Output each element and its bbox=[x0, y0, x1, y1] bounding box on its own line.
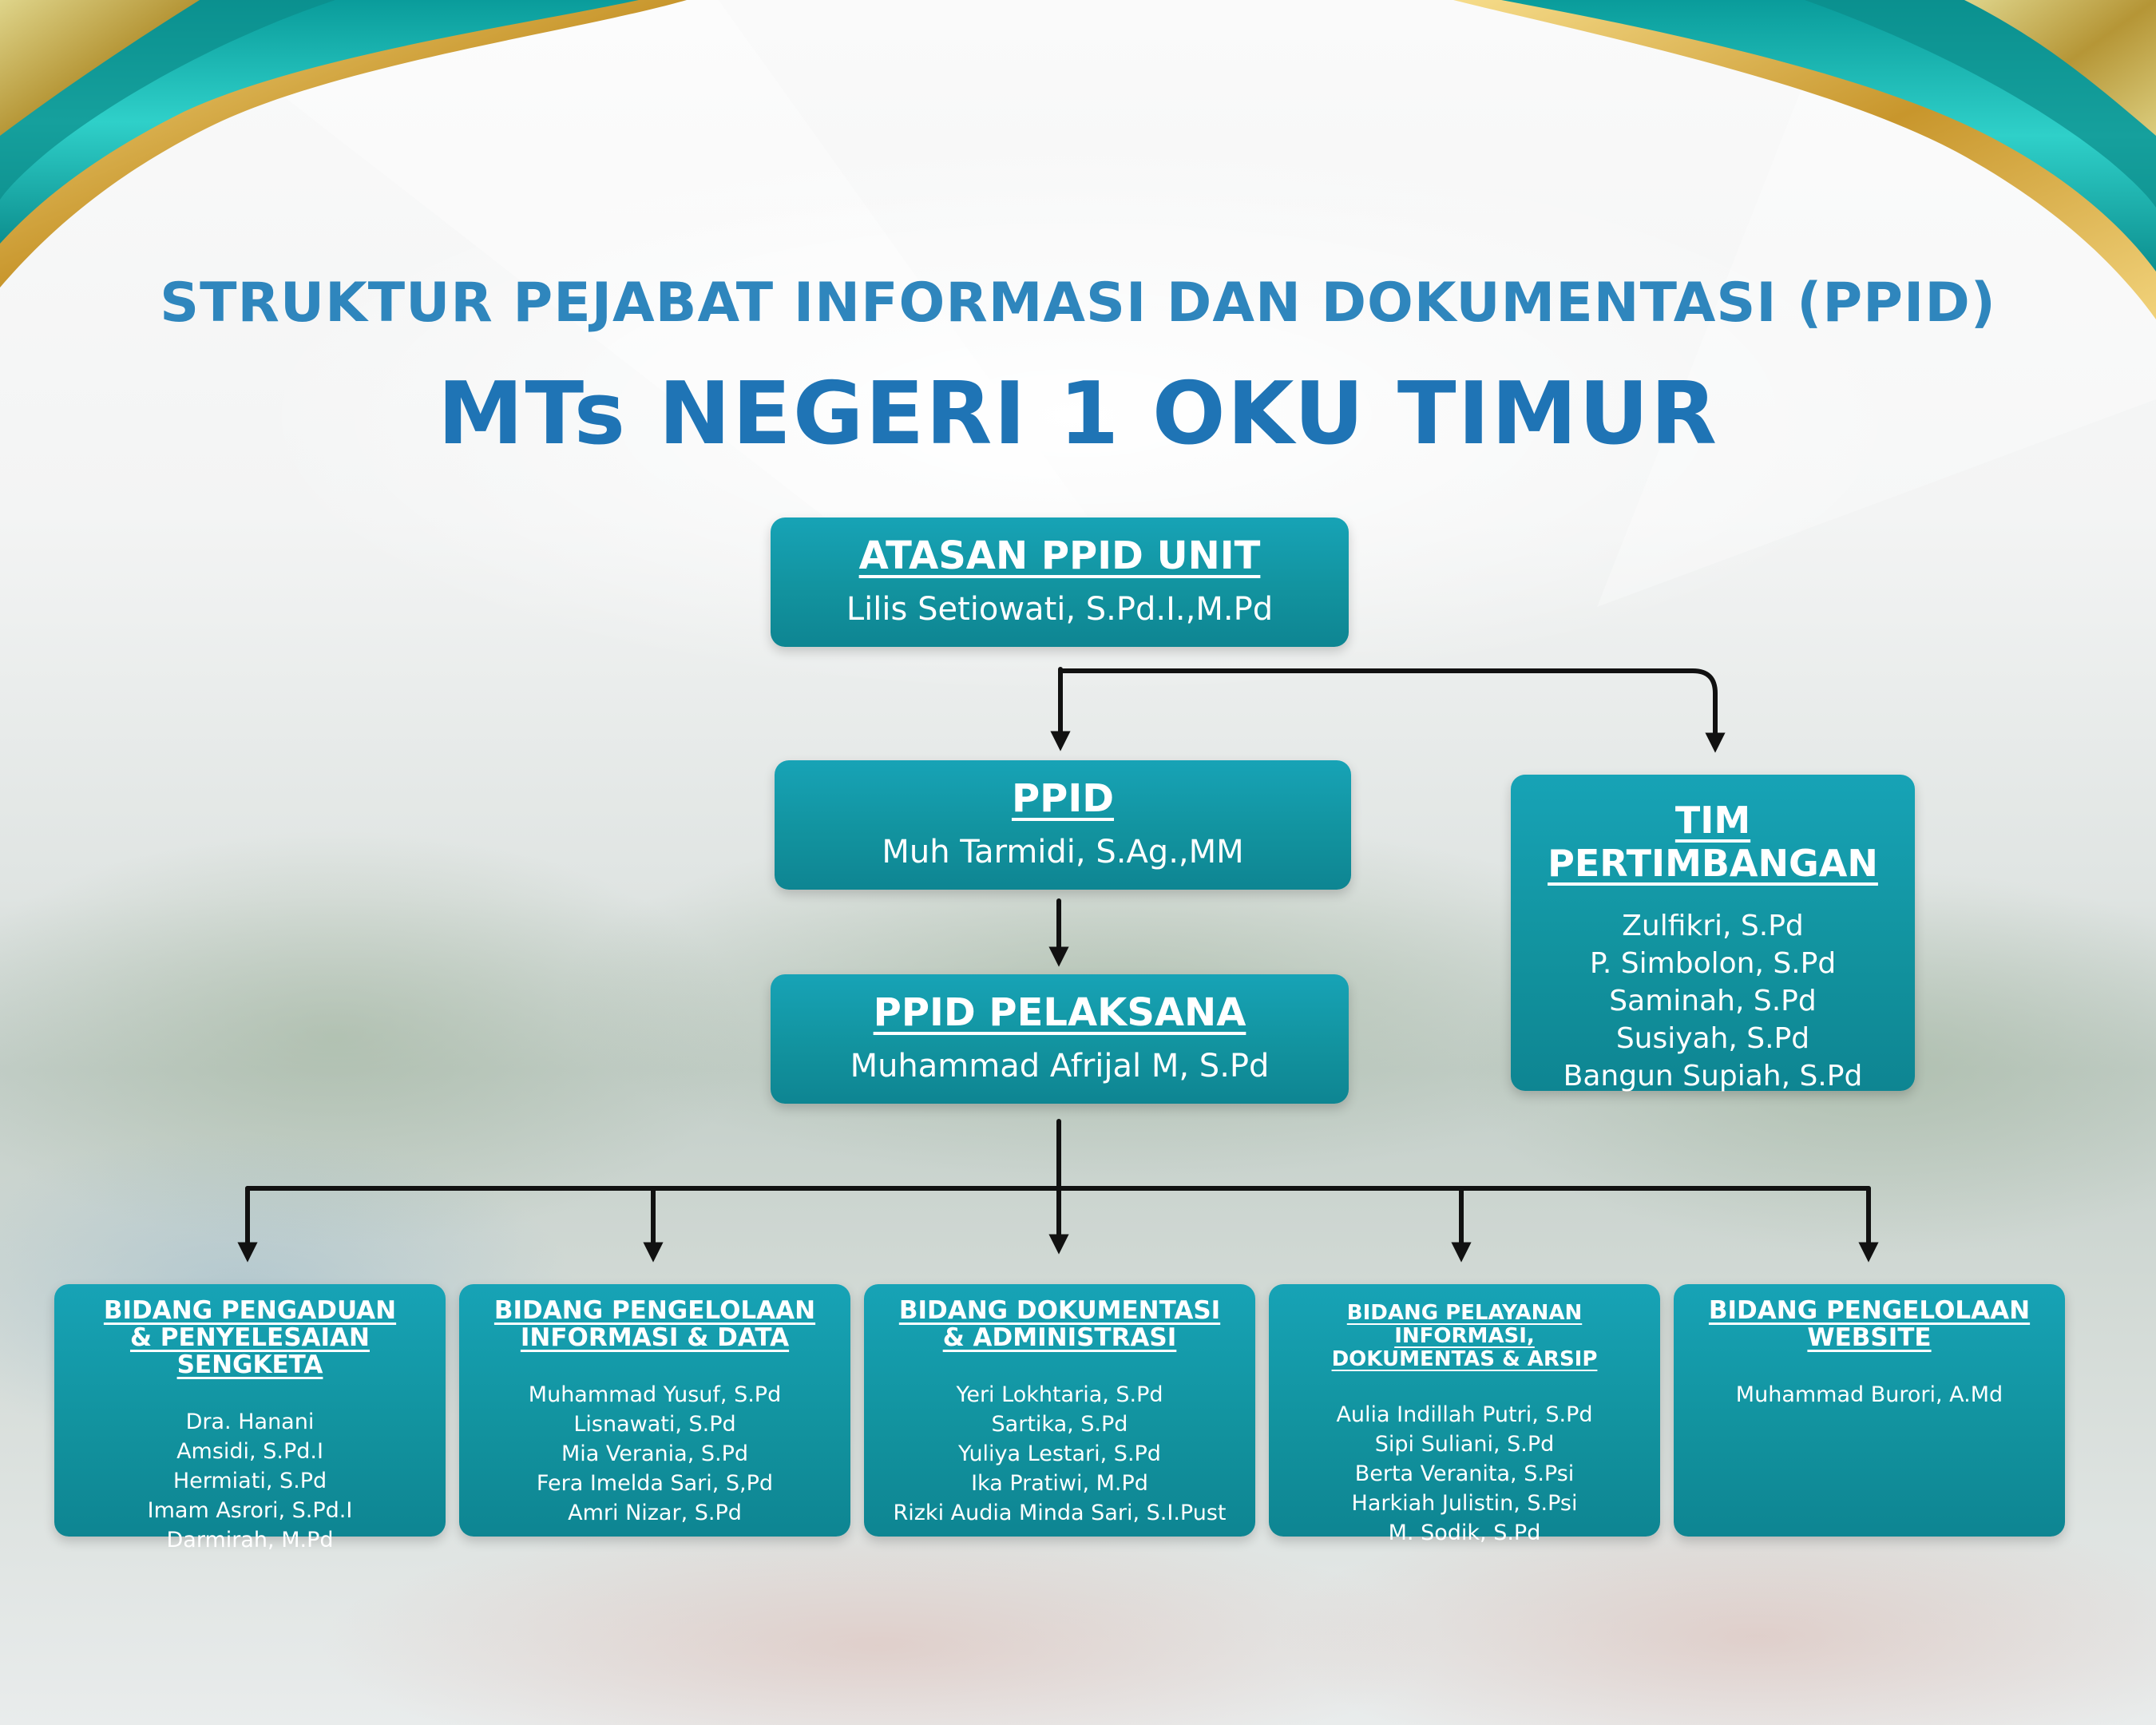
list-item: M. Sodik, S.Pd bbox=[1388, 1521, 1541, 1545]
bidang-member-list: Dra. Hanani Amsidi, S.Pd.I Hermiati, S.P… bbox=[54, 1407, 446, 1555]
bidang-member-list: Muhammad Burori, A.Md bbox=[1674, 1380, 2065, 1410]
list-item: Sipi Suliani, S.Pd bbox=[1374, 1432, 1555, 1457]
bidang-heading: BIDANG DOKUMENTASI & ADMINISTRASI bbox=[864, 1297, 1255, 1351]
list-item: Harkiah Julistin, S.Psi bbox=[1351, 1491, 1578, 1516]
list-item: Susiyah, S.Pd bbox=[1615, 1022, 1810, 1055]
list-item: Yeri Lokhtaria, S.Pd bbox=[956, 1382, 1163, 1407]
list-item: Imam Asrori, S.Pd.I bbox=[147, 1498, 353, 1523]
ppid-pelaksana-box: PPID PELAKSANA Muhammad Afrijal M, S.Pd bbox=[771, 974, 1349, 1104]
bidang-heading-line: WEBSITE bbox=[1807, 1323, 1932, 1352]
bidang-dokumentasi-box: BIDANG DOKUMENTASI & ADMINISTRASI Yeri L… bbox=[864, 1284, 1255, 1537]
bidang-pelayanan-informasi-box: BIDANG PELAYANAN INFORMASI, DOKUMENTAS &… bbox=[1269, 1284, 1660, 1545]
list-item: Hermiati, S.Pd bbox=[172, 1469, 327, 1493]
list-item: Sartika, S.Pd bbox=[991, 1412, 1128, 1437]
bidang-heading-line: BIDANG DOKUMENTASI bbox=[898, 1296, 1221, 1325]
list-item: Mia Verania, S.Pd bbox=[561, 1441, 749, 1466]
bidang-heading-line: & ADMINISTRASI bbox=[942, 1323, 1177, 1352]
bidang-heading: BIDANG PENGELOLAAN INFORMASI & DATA bbox=[459, 1297, 850, 1351]
bidang-heading-line: & PENYELESAIAN SENGKETA bbox=[129, 1323, 370, 1379]
tim-member-list: Zulfikri, S.Pd P. Simbolon, S.Pd Saminah… bbox=[1511, 907, 1915, 1095]
ppid-name: Muh Tarmidi, S.Ag.,MM bbox=[882, 834, 1244, 870]
list-item: Ika Pratiwi, M.Pd bbox=[971, 1471, 1148, 1496]
chart-title: STRUKTUR PEJABAT INFORMASI DAN DOKUMENTA… bbox=[160, 272, 1996, 335]
bidang-heading-line: BIDANG PENGADUAN bbox=[103, 1296, 397, 1325]
list-item: Fera Imelda Sari, S,Pd bbox=[536, 1471, 774, 1496]
list-item: Amsidi, S.Pd.I bbox=[176, 1439, 323, 1464]
list-item: Bangun Supiah, S.Pd bbox=[1563, 1060, 1863, 1092]
list-item: Rizki Audia Minda Sari, S.I.Pust bbox=[893, 1501, 1227, 1525]
bidang-member-list: Aulia Indillah Putri, S.Pd Sipi Suliani,… bbox=[1269, 1400, 1660, 1548]
list-item: Saminah, S.Pd bbox=[1609, 985, 1817, 1017]
list-item: Zulfikri, S.Pd bbox=[1622, 910, 1804, 942]
connector-atasan-tim bbox=[1058, 668, 1726, 753]
ppid-heading: PPID bbox=[1011, 776, 1115, 821]
tim-heading: TIM PERTIMBANGAN bbox=[1548, 799, 1878, 885]
list-item: Yuliya Lestari, S.Pd bbox=[958, 1441, 1161, 1466]
bidang-pengaduan-box: BIDANG PENGADUAN & PENYELESAIAN SENGKETA… bbox=[54, 1284, 446, 1552]
atasan-heading: ATASAN PPID UNIT bbox=[858, 533, 1261, 578]
bidang-member-list: Yeri Lokhtaria, S.Pd Sartika, S.Pd Yuliy… bbox=[864, 1380, 1255, 1528]
list-item: Berta Veranita, S.Psi bbox=[1354, 1461, 1575, 1486]
school-name-title: MTs NEGERI 1 OKU TIMUR bbox=[437, 364, 1719, 464]
list-item: Dra. Hanani bbox=[185, 1410, 315, 1434]
bidang-heading: BIDANG PENGELOLAAN WEBSITE bbox=[1674, 1297, 2065, 1351]
bidang-pengelolaan-informasi-box: BIDANG PENGELOLAAN INFORMASI & DATA Muha… bbox=[459, 1284, 850, 1537]
bidang-heading-line: BIDANG PENGELOLAAN bbox=[1708, 1296, 2031, 1325]
bidang-heading-line: BIDANG PELAYANAN INFORMASI, bbox=[1346, 1301, 1583, 1348]
ppid-box: PPID Muh Tarmidi, S.Ag.,MM bbox=[775, 760, 1351, 890]
pelaksana-heading: PPID PELAKSANA bbox=[873, 990, 1246, 1035]
atasan-name: Lilis Setiowati, S.Pd.I.,M.Pd bbox=[846, 591, 1274, 628]
list-item: Muhammad Yusuf, S.Pd bbox=[528, 1382, 782, 1407]
atasan-ppid-box: ATASAN PPID UNIT Lilis Setiowati, S.Pd.I… bbox=[771, 518, 1349, 647]
list-item: Muhammad Burori, A.Md bbox=[1735, 1382, 2003, 1407]
bidang-member-list: Muhammad Yusuf, S.Pd Lisnawati, S.Pd Mia… bbox=[459, 1380, 850, 1528]
bidang-pengelolaan-website-box: BIDANG PENGELOLAAN WEBSITE Muhammad Buro… bbox=[1674, 1284, 2065, 1537]
pelaksana-name: Muhammad Afrijal M, S.Pd bbox=[850, 1048, 1270, 1085]
tim-pertimbangan-box: TIM PERTIMBANGAN Zulfikri, S.Pd P. Simbo… bbox=[1511, 775, 1915, 1092]
list-item: Aulia Indillah Putri, S.Pd bbox=[1336, 1402, 1593, 1427]
list-item: Amri Nizar, S.Pd bbox=[568, 1501, 742, 1525]
bidang-heading-line: DOKUMENTAS & ARSIP bbox=[1331, 1347, 1598, 1371]
bidang-heading-line: INFORMASI & DATA bbox=[520, 1323, 790, 1352]
bidang-heading: BIDANG PELAYANAN INFORMASI, DOKUMENTAS &… bbox=[1269, 1302, 1660, 1371]
list-item: Darmirah, M.Pd bbox=[166, 1528, 334, 1552]
bidang-heading-line: BIDANG PENGELOLAAN bbox=[493, 1296, 816, 1325]
list-item: P. Simbolon, S.Pd bbox=[1589, 947, 1837, 980]
list-item: Lisnawati, S.Pd bbox=[573, 1412, 736, 1437]
bidang-heading: BIDANG PENGADUAN & PENYELESAIAN SENGKETA bbox=[54, 1297, 446, 1378]
